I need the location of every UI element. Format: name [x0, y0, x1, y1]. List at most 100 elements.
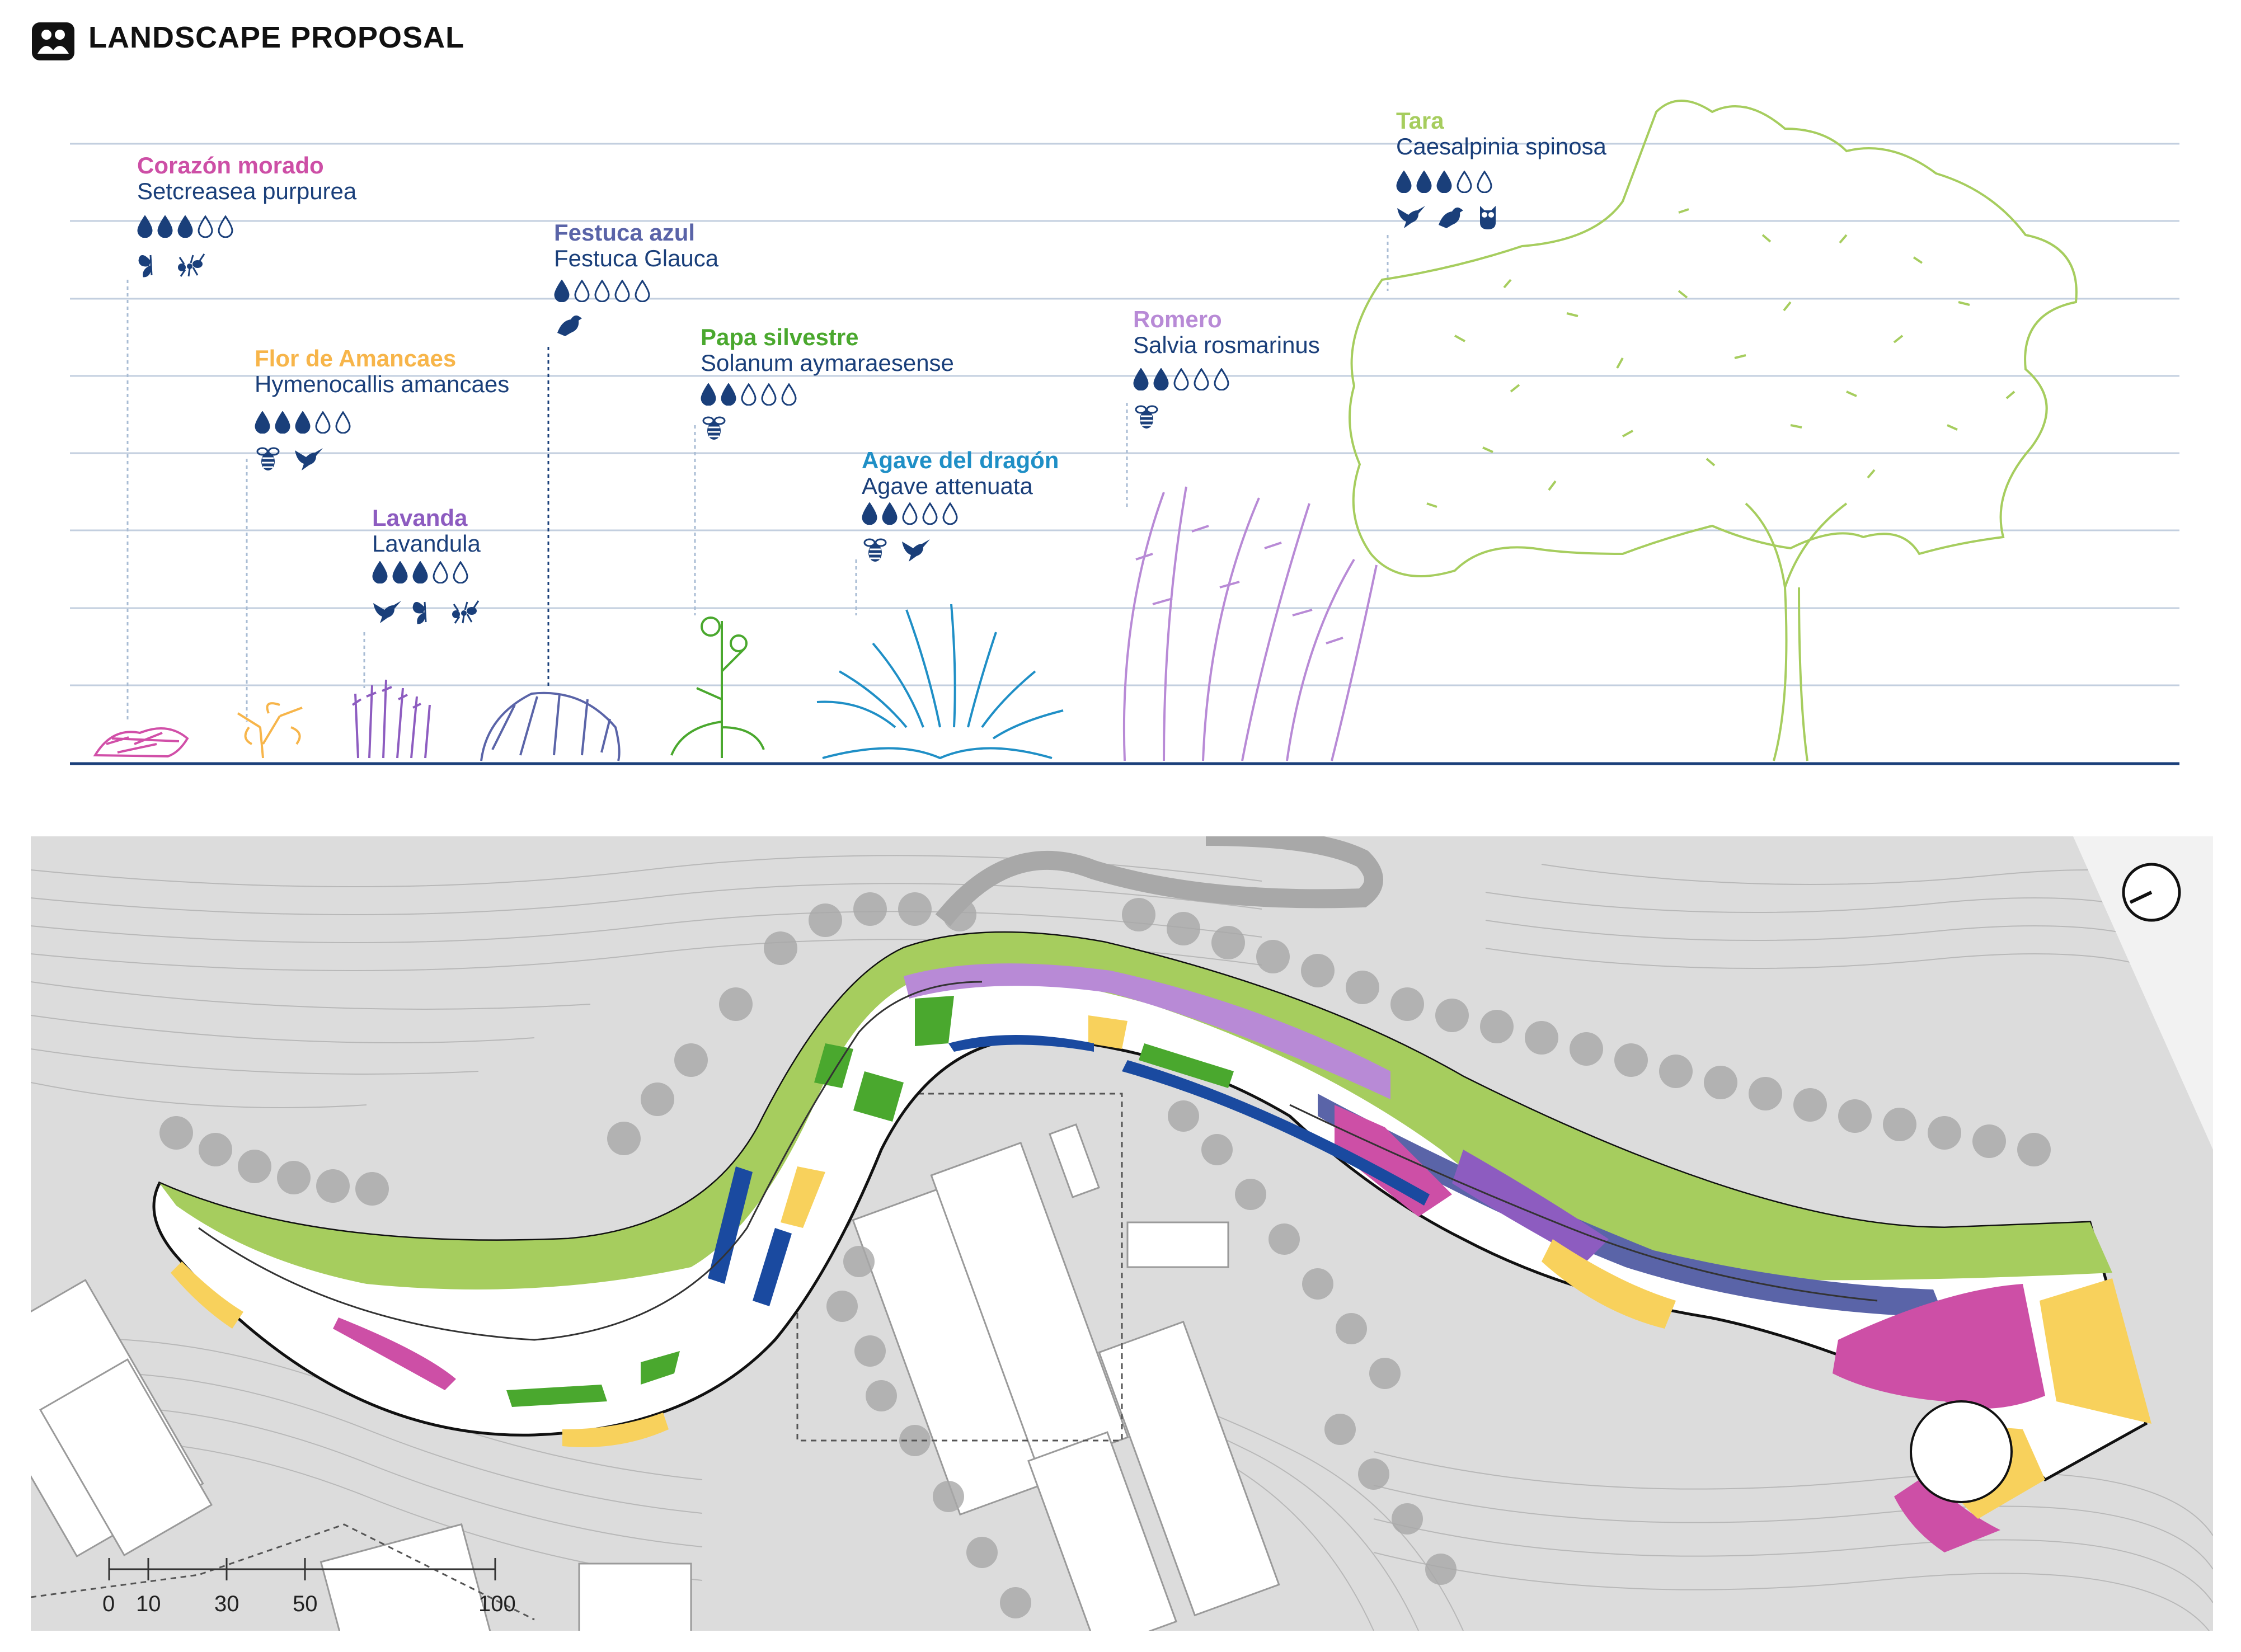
- water-need-rating: [701, 383, 797, 408]
- hummingbird-icon: [1396, 203, 1427, 234]
- water-drop-icon: [433, 561, 448, 586]
- tara-tree: [1349, 100, 2078, 761]
- plant-label-papa-silvestre: Papa silvestre Solanum aymaraesense: [701, 326, 954, 375]
- blue-planting-zone: [948, 1035, 1094, 1052]
- fauna-icons: [255, 445, 325, 477]
- water-drop-icon: [574, 279, 590, 305]
- plant-common-name: Tara: [1396, 107, 1444, 134]
- water-drop-icon: [275, 411, 290, 436]
- plant-common-name: Festuca azul: [554, 219, 696, 246]
- scale-tick-label: 50: [293, 1592, 318, 1616]
- yellow-planting-zone: [2040, 1278, 2151, 1424]
- scale-tick-label: 30: [214, 1592, 239, 1616]
- festuca-azul-plant: [480, 691, 621, 761]
- indigo-planting-zone: [1318, 1094, 1944, 1317]
- scale-tick-label: 100: [478, 1592, 516, 1616]
- water-drop-icon: [1416, 170, 1432, 196]
- water-drop-icon: [157, 215, 173, 241]
- bee-icon: [862, 536, 893, 568]
- agave-plant: [816, 604, 1064, 760]
- fauna-icons: [1133, 403, 1164, 435]
- fauna-icons: [137, 251, 208, 283]
- water-drop-icon: [902, 502, 918, 528]
- plant-label-romero: Romero Salvia rosmarinus: [1133, 308, 1320, 357]
- water-drop-icon: [882, 502, 898, 528]
- plant-label-flor-de-amancaes: Flor de Amancaes Hymenocallis amancaes: [255, 347, 509, 396]
- plant-scientific-name: Setcreasea purpurea: [137, 178, 357, 204]
- scale-tick-label: 10: [136, 1592, 161, 1616]
- water-need-rating: [554, 279, 650, 305]
- water-drop-icon: [1436, 170, 1452, 196]
- water-drop-icon: [761, 383, 777, 408]
- bird-icon: [554, 310, 585, 342]
- people-plan-icon: [31, 21, 76, 62]
- plant-scientific-name: Hymenocallis amancaes: [255, 371, 510, 397]
- water-drop-icon: [218, 215, 233, 241]
- plant-scientific-name: Lavandula: [372, 530, 481, 557]
- owl-icon: [1474, 203, 1506, 234]
- water-drop-icon: [862, 502, 877, 528]
- bird-icon: [1435, 203, 1467, 234]
- water-drop-icon: [392, 561, 408, 586]
- water-drop-icon: [701, 383, 716, 408]
- plant-common-name: Papa silvestre: [701, 324, 859, 350]
- water-drop-icon: [177, 215, 193, 241]
- water-need-rating: [372, 561, 468, 586]
- lavanda-plant: [351, 679, 431, 759]
- papa-silvestre-plant: [670, 616, 765, 758]
- water-drop-icon: [741, 383, 757, 408]
- plant-scientific-name: Salvia rosmarinus: [1133, 332, 1320, 358]
- hummingbird-icon: [294, 445, 325, 477]
- plant-scientific-name: Caesalpinia spinosa: [1396, 133, 1606, 159]
- water-need-rating: [137, 215, 233, 241]
- water-drop-icon: [1133, 368, 1149, 393]
- water-drop-icon: [1194, 368, 1209, 393]
- plant-label-agave: Agave del dragón Agave attenuata: [862, 449, 1059, 498]
- plant-label-festuca-azul: Festuca azul Festuca Glauca: [554, 221, 718, 270]
- bee-icon: [701, 414, 732, 446]
- plant-label-corazon-morado: Corazón morado Setcreasea purpurea: [137, 154, 356, 203]
- water-need-rating: [255, 411, 351, 436]
- water-drop-icon: [942, 502, 958, 528]
- plant-scientific-name: Agave attenuata: [862, 473, 1033, 499]
- plant-common-name: Corazón morado: [137, 152, 324, 178]
- compass-icon: [2122, 863, 2181, 922]
- plant-common-name: Agave del dragón: [862, 447, 1059, 473]
- water-drop-icon: [922, 502, 938, 528]
- corazon-morado-plant: [93, 727, 189, 758]
- water-drop-icon: [255, 411, 270, 436]
- water-drop-icon: [554, 279, 570, 305]
- water-drop-icon: [295, 411, 311, 436]
- butterfly-icon: [411, 597, 443, 629]
- water-drop-icon: [721, 383, 736, 408]
- ant-icon: [176, 251, 208, 283]
- water-drop-icon: [1457, 170, 1472, 196]
- water-drop-icon: [198, 215, 213, 241]
- water-need-rating: [862, 502, 958, 528]
- magenta-planting-zone: [1335, 1105, 1452, 1217]
- bee-icon: [1133, 403, 1164, 435]
- water-need-rating: [1396, 170, 1492, 196]
- fauna-icons: [701, 414, 732, 446]
- bee-icon: [255, 445, 286, 477]
- water-drop-icon: [635, 279, 650, 305]
- leader-lines: [126, 235, 1389, 722]
- hummingbird-icon: [372, 597, 403, 629]
- water-drop-icon: [1214, 368, 1229, 393]
- water-drop-icon: [453, 561, 468, 586]
- butterfly-icon: [137, 251, 168, 283]
- water-drop-icon: [781, 383, 797, 408]
- fauna-icons: [1396, 203, 1506, 234]
- fauna-icons: [862, 536, 932, 568]
- page-title: LANDSCAPE PROPOSAL: [88, 21, 465, 54]
- water-drop-icon: [1477, 170, 1492, 196]
- water-drop-icon: [594, 279, 610, 305]
- site-plan-map: 0 10 30 50 100: [31, 836, 2213, 1631]
- plant-common-name: Flor de Amancaes: [255, 345, 457, 371]
- water-drop-icon: [614, 279, 630, 305]
- water-drop-icon: [335, 411, 351, 436]
- lime-planting-zone: [159, 933, 2112, 1289]
- water-drop-icon: [1396, 170, 1412, 196]
- plant-scientific-name: Festuca Glauca: [554, 245, 719, 271]
- plant-label-lavanda: Lavanda Lavandula: [372, 506, 481, 556]
